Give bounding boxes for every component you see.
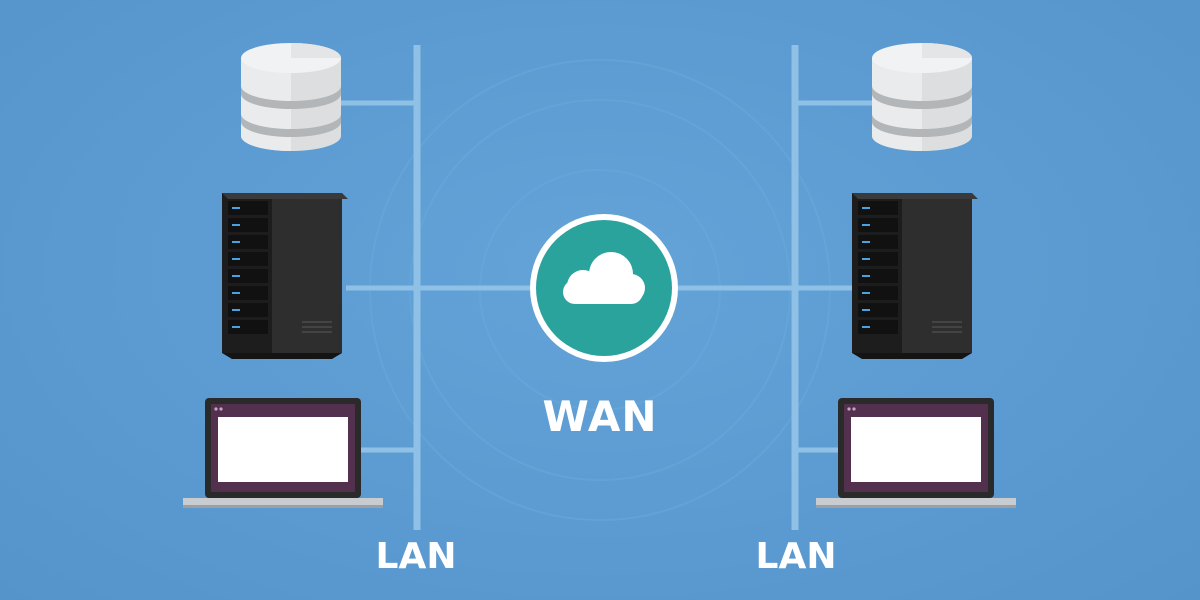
- database-icon: [872, 43, 972, 151]
- cloud-icon: [530, 214, 678, 362]
- lan-right-network: [678, 45, 872, 530]
- laptop-icon: [816, 398, 1016, 508]
- database-icon: [241, 43, 341, 151]
- lan-left-network: [340, 45, 530, 530]
- server-rack-icon: [222, 193, 348, 359]
- lan-left-label: LAN: [375, 536, 457, 577]
- server-rack-icon: [852, 193, 978, 359]
- wan-label: WAN: [542, 392, 658, 441]
- laptop-icon: [183, 398, 383, 508]
- lan-right-label: LAN: [755, 536, 837, 577]
